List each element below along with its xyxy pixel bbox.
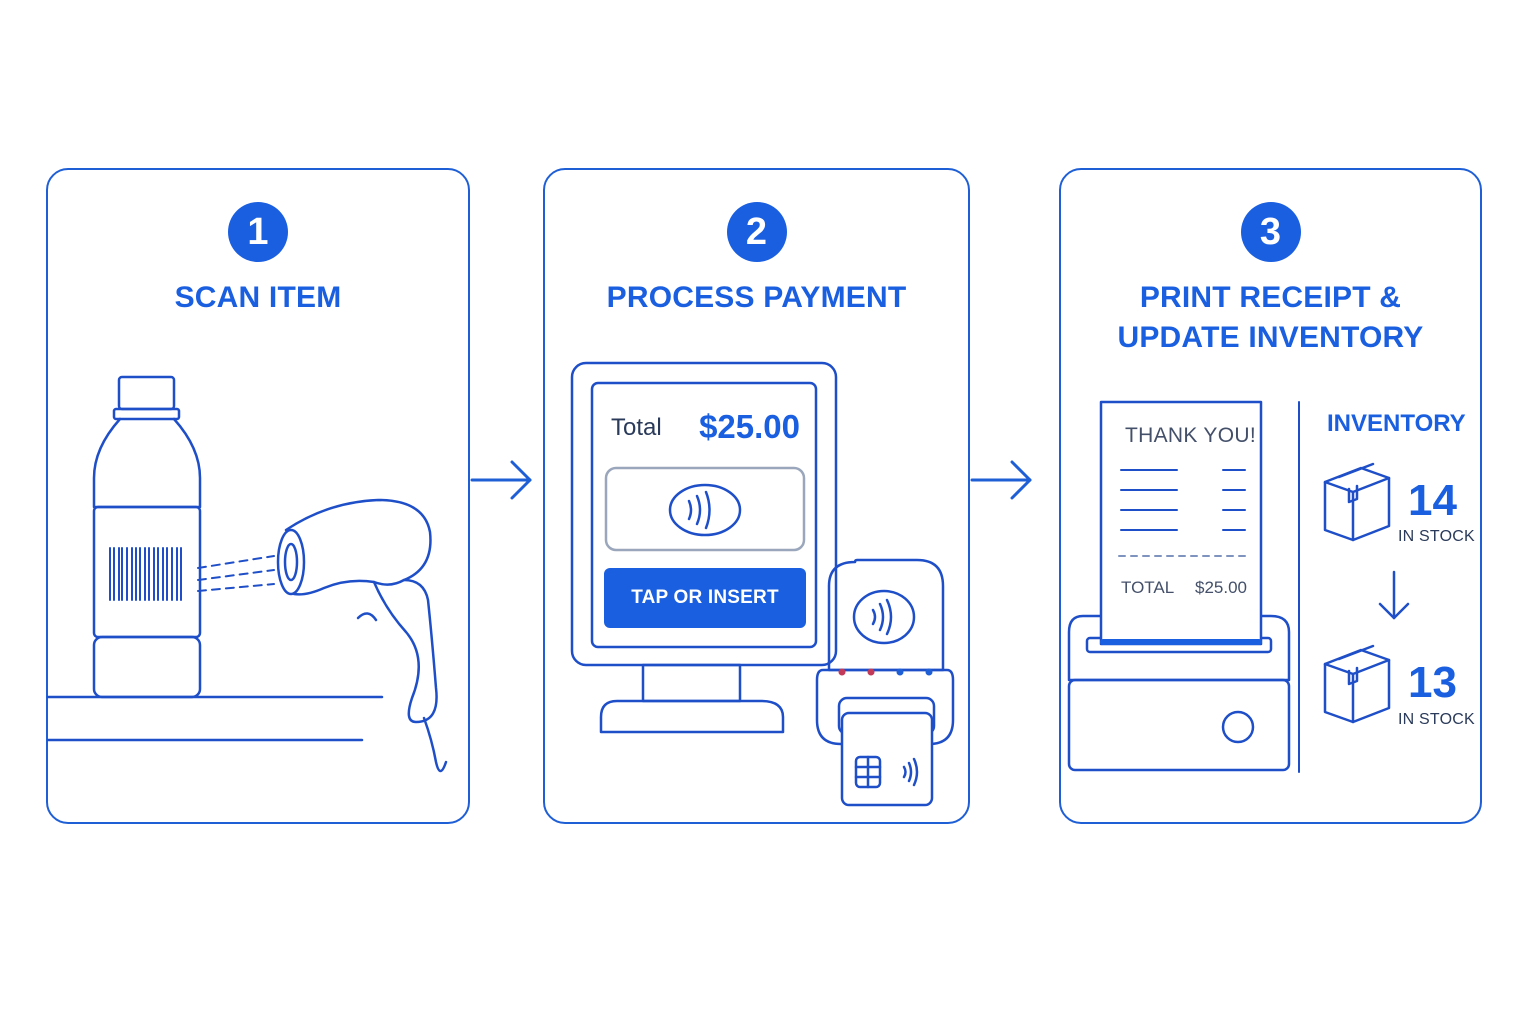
step-title-line: PRINT RECEIPT &: [1139, 281, 1402, 314]
tap-or-insert-card-button[interactable]: TAP OR INSERT CARD: [604, 568, 806, 668]
contactless-area: [604, 466, 806, 552]
step-number-badge: 3: [1240, 202, 1301, 262]
receipt-total-label: TOTAL: [1121, 578, 1175, 597]
pos-screen: [590, 381, 818, 649]
stock-label-before: IN STOCK: [1398, 528, 1475, 545]
receipt-thank-you: THANK YOU!: [1125, 424, 1256, 447]
scan-illustration: [46, 375, 448, 773]
inventory-title: INVENTORY: [1327, 410, 1466, 437]
payment-illustration: [570, 361, 955, 807]
step-title: PRINT RECEIPT & UPDATE INVENTORY: [1061, 278, 1480, 358]
receipt-lines: [1118, 469, 1248, 557]
box-icon: [1323, 644, 1391, 724]
receipt-paper: [1099, 400, 1263, 646]
stock-count-after: 13: [1408, 658, 1457, 707]
status-leds: [838, 668, 933, 676]
card-reader-icon: [815, 558, 955, 807]
step-panel-scan: 1 SCAN ITEM: [46, 168, 470, 824]
arrow-down-icon: [1378, 570, 1410, 620]
receipt-printer-icon: [1067, 614, 1291, 772]
scan-beam: [197, 555, 275, 592]
monitor-stand: [599, 699, 785, 734]
step-number-badge: 2: [726, 202, 787, 262]
stock-label-after: IN STOCK: [1398, 711, 1475, 728]
step-title-line: UPDATE INVENTORY: [1117, 321, 1424, 354]
bottle-icon: [92, 375, 202, 699]
receipt-total-amount: $25.00: [1195, 578, 1247, 597]
receipt-inventory-illustration: [1067, 400, 1410, 773]
total-label: Total: [611, 414, 662, 441]
stock-count-before: 14: [1408, 476, 1457, 525]
step-title-line: SCAN ITEM: [174, 281, 342, 314]
box-icon: [1323, 462, 1391, 542]
barcode-icon: [109, 547, 182, 601]
total-amount: $25.00: [699, 408, 800, 445]
step-title-line: PROCESS PAYMENT: [606, 281, 907, 314]
step-number-badge: 1: [228, 202, 288, 262]
step-panel-payment: 2 PROCESS PAYMENT: [543, 168, 970, 824]
arrow-right-icon: [470, 460, 532, 500]
step-panel-receipt-inventory: 3 PRINT RECEIPT & UPDATE INVENTORY: [1059, 168, 1482, 824]
step-title: PROCESS PAYMENT: [545, 278, 968, 318]
step-title: SCAN ITEM: [48, 278, 468, 318]
barcode-scanner-icon: [276, 498, 448, 773]
arrow-right-icon: [970, 460, 1032, 500]
